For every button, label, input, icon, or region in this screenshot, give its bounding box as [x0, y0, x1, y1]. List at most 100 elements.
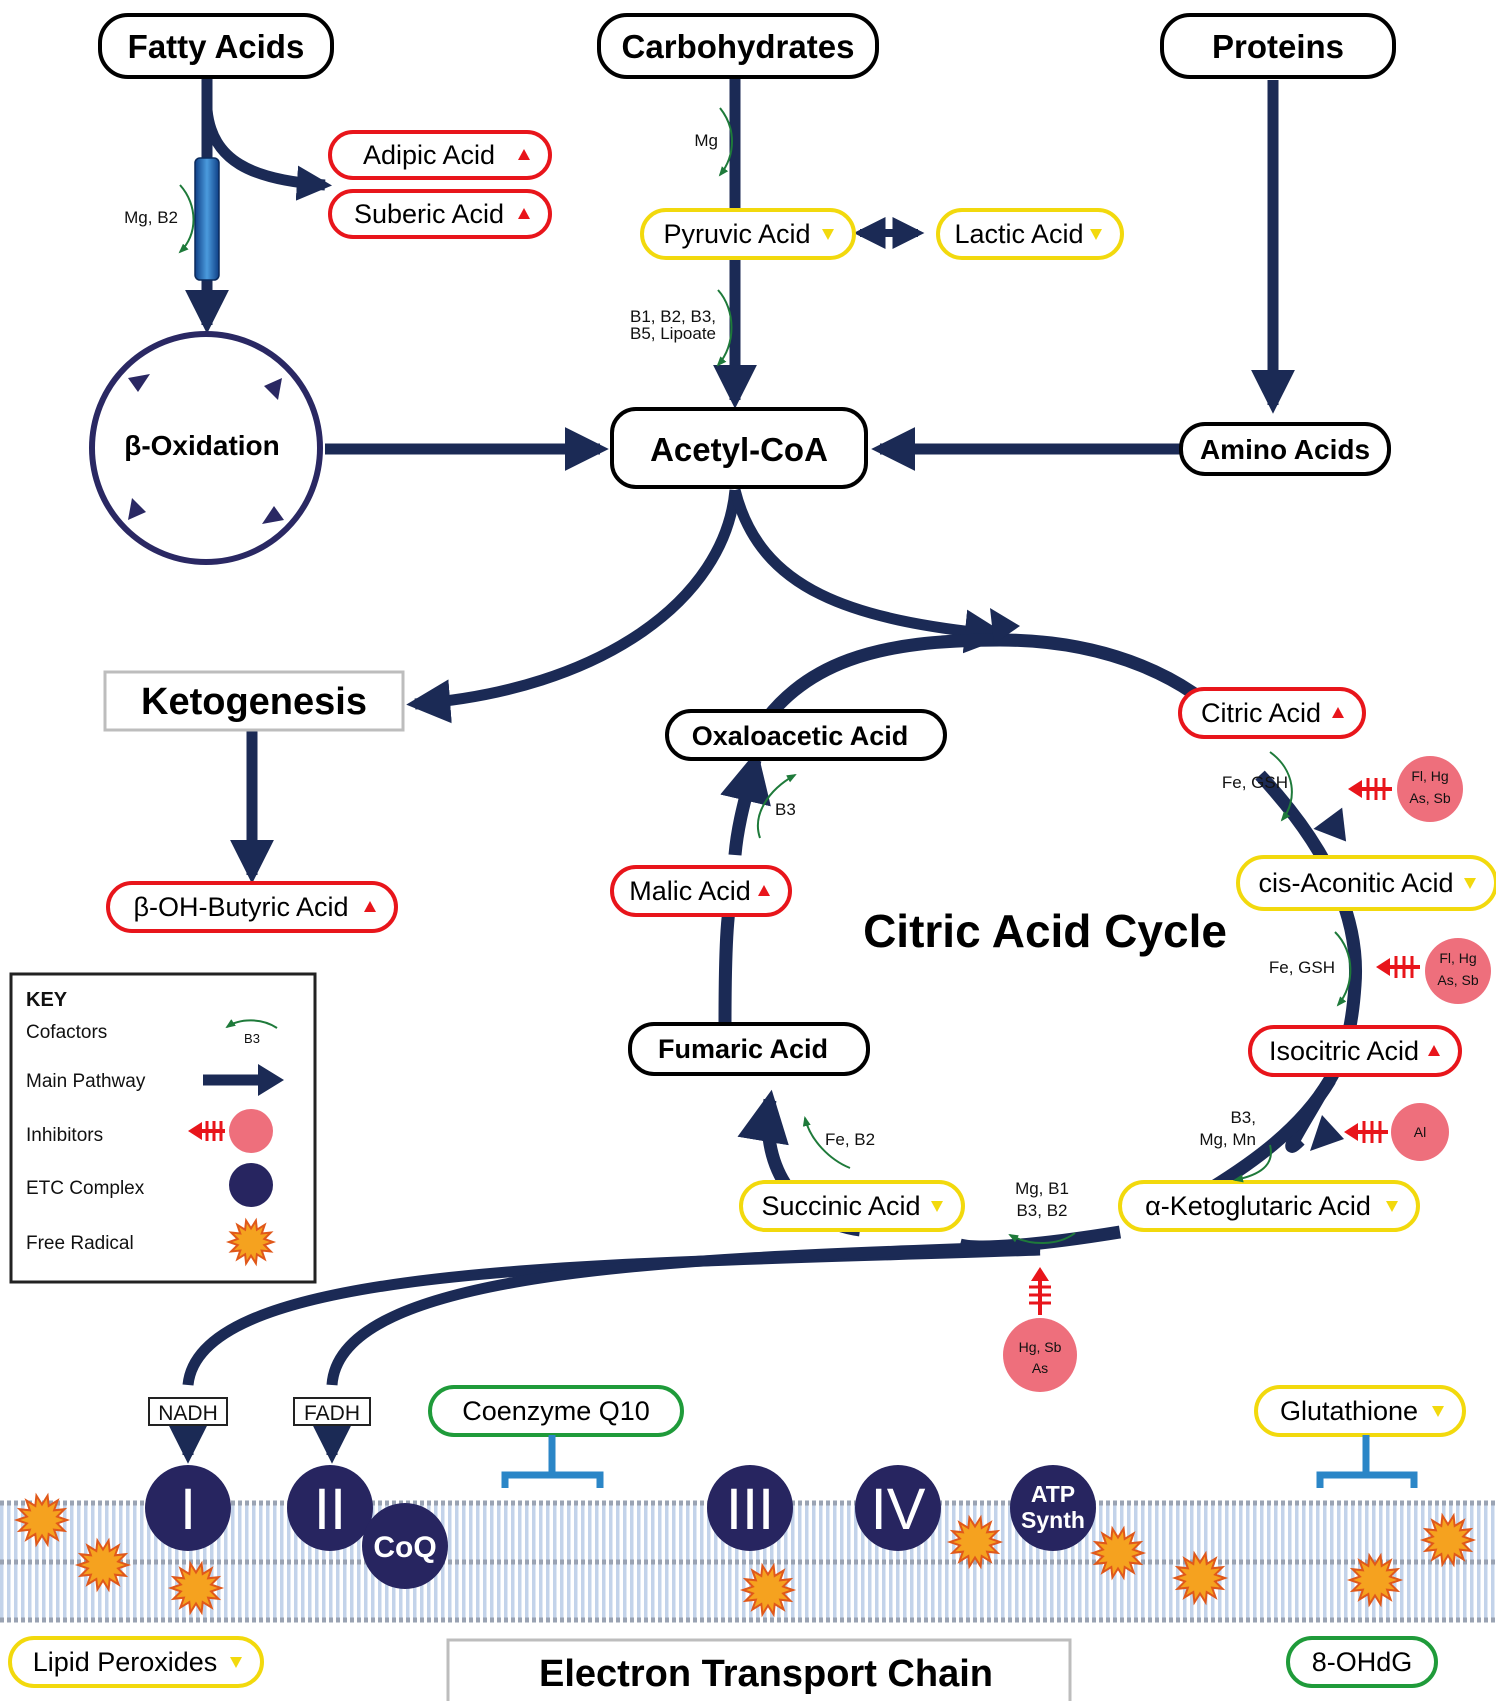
marker-lipid-peroxides: Lipid Peroxides	[8, 1636, 264, 1688]
free-radicals	[13, 1492, 1477, 1618]
marker-succinic-acid: Succinic Acid	[739, 1180, 965, 1232]
inhibitor-idh: Al	[1344, 1103, 1449, 1161]
cofactor-annotations: Mg, B2 Mg B1, B2, B3, B5, Lipoate Fe, GS…	[124, 107, 1352, 1244]
marker-alpha-ketoglutaric-acid: α-Ketoglutaric Acid	[1118, 1180, 1420, 1232]
inhibitor-aconitase1-line2: As, Sb	[1409, 790, 1450, 806]
legend-cofactors-label: Cofactors	[26, 1022, 107, 1043]
complex-1: I	[145, 1465, 231, 1551]
marker-suberic-acid-label: Suberic Acid	[354, 199, 504, 229]
node-oxaloacetic-acid: Oxaloacetic Acid	[665, 709, 947, 761]
fadh-label: FADH	[304, 1402, 360, 1425]
complex-3: III	[707, 1465, 793, 1551]
marker-pyruvic-acid-label: Pyruvic Acid	[663, 219, 810, 249]
arrow-acetyl-to-cycle	[729, 488, 1009, 654]
inhibitor-aconitase2-line2: As, Sb	[1437, 972, 1478, 988]
down-triangle-icon	[1090, 229, 1102, 240]
complex-1-label: I	[180, 1477, 196, 1542]
pathway-arrows	[166, 78, 1295, 1464]
marker-glutathione: Glutathione	[1254, 1385, 1466, 1437]
atp-line1: ATP	[1031, 1481, 1075, 1507]
source-fatty-acids: Fatty Acids	[98, 13, 334, 79]
inhibitor-akgdh-line1: Hg, Sb	[1019, 1339, 1062, 1355]
down-triangle-icon	[230, 1657, 242, 1668]
beta-oxidation-label: β-Oxidation	[124, 430, 280, 461]
etc-title-box: Electron Transport Chain	[446, 1638, 1072, 1701]
marker-succinic-acid-label: Succinic Acid	[761, 1191, 920, 1221]
marker-alpha-ketoglutaric-acid-label: α-Ketoglutaric Acid	[1145, 1191, 1371, 1221]
inhibitor-aconitase2-line1: Fl, Hg	[1439, 950, 1476, 966]
node-fumaric-acid: Fumaric Acid	[628, 1022, 870, 1076]
legend-inhibitors-label: Inhibitors	[26, 1125, 103, 1146]
fumaric-acid-label: Fumaric Acid	[658, 1034, 828, 1064]
legend-etc-swatch	[229, 1163, 273, 1207]
inhibitor-annotations: Fl, Hg As, Sb Fl, Hg As, Sb Al	[1003, 756, 1491, 1392]
legend: KEY Cofactors B3 Main Pathway Inhibitors…	[9, 972, 317, 1284]
etc-title: Electron Transport Chain	[539, 1653, 993, 1695]
coq-label: CoQ	[373, 1531, 436, 1564]
cofactor-glycolysis: Mg	[694, 131, 718, 150]
marker-glutathione-label: Glutathione	[1280, 1396, 1418, 1426]
down-triangle-icon	[1432, 1406, 1444, 1417]
inhibitor-idh-label: Al	[1414, 1124, 1426, 1140]
up-triangle-icon	[518, 149, 530, 160]
legend-cofactor-example: B3	[244, 1031, 260, 1046]
beta-oxidation-cycle: β-Oxidation	[89, 331, 323, 565]
legend-title: KEY	[26, 989, 68, 1011]
free-radical-icon	[74, 1537, 132, 1593]
arrow-fatty-to-dicarboxylic	[201, 109, 333, 201]
coq-carrier: CoQ	[362, 1503, 448, 1589]
marker-lactic-acid-label: Lactic Acid	[954, 219, 1083, 249]
marker-beta-oh-butyric-acid-label: β-OH-Butyric Acid	[133, 892, 348, 922]
free-radical-icon	[1089, 1525, 1147, 1581]
marker-isocitric-acid-label: Isocitric Acid	[1269, 1036, 1419, 1066]
inhibitor-akgdh: Hg, Sb As	[1003, 1267, 1077, 1392]
free-radical-icon	[167, 1560, 225, 1616]
cofactor-aconitase1: Fe, GSH	[1222, 773, 1288, 792]
inhibitor-aconitase1: Fl, Hg As, Sb	[1348, 756, 1463, 822]
arrow-acetyl-to-ketogenesis	[406, 489, 741, 724]
marker-ohdg: 8-OHdG	[1286, 1636, 1438, 1688]
cofactor-akgdh-line2: B3, B2	[1016, 1201, 1067, 1220]
node-acetyl-coa: Acetyl-CoA	[610, 407, 868, 489]
source-proteins: Proteins	[1160, 13, 1396, 79]
acetyl-coa-label: Acetyl-CoA	[650, 431, 828, 468]
free-radical-icon	[946, 1514, 1004, 1570]
marker-malic-acid-label: Malic Acid	[629, 876, 751, 906]
node-ketogenesis: Ketogenesis	[103, 670, 405, 732]
marker-adipic-acid: Adipic Acid	[328, 130, 552, 180]
atp-line2: Synth	[1021, 1507, 1085, 1533]
free-radical-icon	[1171, 1550, 1229, 1606]
down-triangle-icon	[931, 1201, 943, 1212]
up-triangle-icon	[1428, 1045, 1440, 1056]
marker-suberic-acid: Suberic Acid	[328, 189, 552, 239]
cycle-arrowheads	[990, 608, 1347, 1151]
free-radical-icon	[739, 1562, 797, 1618]
atp-synthase: ATP Synth	[1010, 1465, 1096, 1551]
inhibitor-aconitase1-line1: Fl, Hg	[1411, 768, 1448, 784]
cofactor-idh-line2: Mg, Mn	[1199, 1130, 1256, 1149]
complex-4-label: IV	[871, 1477, 926, 1542]
complex-4: IV	[855, 1465, 941, 1551]
marker-coenzyme-q10: Coenzyme Q10	[428, 1385, 684, 1437]
cofactor-mdh: B3	[775, 800, 796, 819]
ketogenesis-label: Ketogenesis	[141, 681, 367, 723]
etc-complexes: I II CoQ III IV ATP Synth	[145, 1465, 1096, 1589]
legend-etc-complex-label: ETC Complex	[26, 1178, 145, 1199]
free-radical-icon	[1419, 1512, 1477, 1568]
carbohydrates-label: Carbohydrates	[622, 28, 855, 65]
marker-pyruvic-acid: Pyruvic Acid	[640, 208, 856, 260]
marker-cis-aconitic-acid: cis-Aconitic Acid	[1236, 855, 1496, 911]
cofactor-aconitase2: Fe, GSH	[1269, 958, 1335, 977]
nadh-label: NADH	[158, 1402, 218, 1425]
inhibitor-aconitase2: Fl, Hg As, Sb	[1376, 938, 1491, 1004]
marker-lipid-peroxides-label: Lipid Peroxides	[33, 1647, 218, 1677]
down-triangle-icon	[822, 229, 834, 240]
cofactor-pdh-line2: B5, Lipoate	[630, 324, 716, 343]
up-triangle-icon	[518, 208, 530, 219]
legend-free-radical-icon	[225, 1217, 277, 1267]
marker-cis-aconitic-acid-label: cis-Aconitic Acid	[1258, 868, 1453, 898]
complex-2-label: II	[314, 1477, 346, 1542]
cofactor-idh-line1: B3,	[1230, 1108, 1256, 1127]
